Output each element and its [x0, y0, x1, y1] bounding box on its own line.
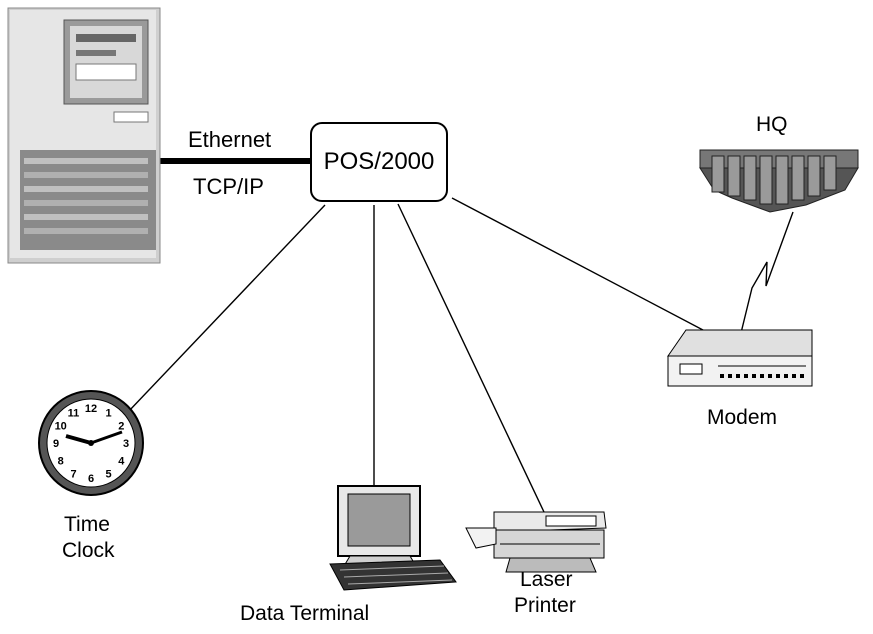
clock-number: 7 [70, 468, 76, 480]
modem-label: Modem [707, 406, 778, 429]
link-modem-hq-lightning [739, 211, 794, 338]
clock-number: 4 [118, 456, 125, 468]
data-terminal-icon [329, 485, 457, 591]
time-clock-label-line1: Time [64, 513, 110, 536]
clock-number: 8 [58, 456, 64, 468]
clock-number: 9 [53, 438, 59, 450]
data-terminal-label: Data Terminal [240, 602, 370, 625]
clock-number: 3 [123, 438, 129, 450]
laser-printer-label-line2: Printer [514, 594, 576, 617]
server-tower-icon [7, 7, 161, 264]
clock-number: 11 [68, 408, 80, 420]
pos-hub-label: POS/2000 [323, 148, 435, 175]
link-time-clock [127, 204, 326, 413]
hq-label: HQ [756, 113, 788, 136]
pos-hub-box: POS/2000 [310, 122, 448, 202]
clock-number: 10 [55, 421, 67, 433]
modem-icon [667, 329, 813, 387]
link-modem [451, 197, 723, 341]
clock-number: 2 [118, 421, 124, 433]
laser-printer-icon [465, 511, 607, 573]
clock-number: 1 [105, 408, 111, 420]
connection-lines [127, 158, 794, 513]
hq-building-icon [699, 149, 859, 213]
link-laser-printer [397, 203, 545, 513]
clock-number: 12 [85, 403, 97, 415]
clock-number: 5 [105, 468, 111, 480]
ethernet-label: Ethernet [188, 127, 272, 152]
time-clock-label-line2: Clock [62, 539, 115, 562]
clock-number: 6 [88, 473, 94, 485]
tcpip-label: TCP/IP [193, 174, 264, 199]
laser-printer-label-line1: Laser [520, 568, 573, 591]
